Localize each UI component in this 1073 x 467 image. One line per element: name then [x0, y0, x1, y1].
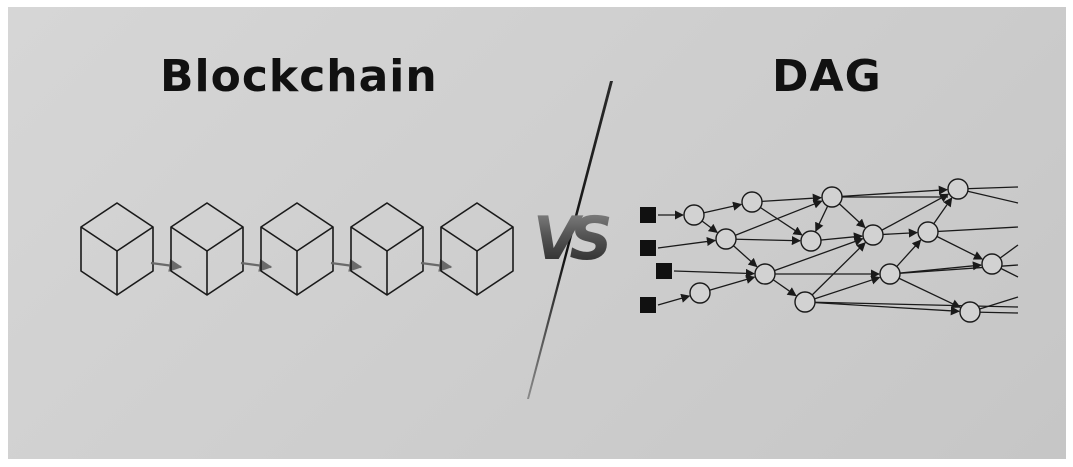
dag-edge-arrow-icon: [831, 185, 948, 198]
circle-node-icon: [794, 291, 816, 313]
dag-heading: DAG: [772, 51, 882, 102]
vs-label: VS: [533, 197, 613, 281]
circle-node-icon: [821, 186, 843, 208]
chain-link-arrow-icon: [150, 258, 183, 272]
circle-node-icon: [754, 263, 776, 285]
blockchain-chain: [80, 202, 514, 296]
dag-edge-arrow-icon: [657, 237, 716, 249]
square-node-icon: [640, 297, 656, 313]
dag-edge-arrow-icon: [657, 293, 691, 306]
circle-node-icon: [862, 224, 884, 246]
comparison-banner: Blockchain DAG VS: [8, 7, 1066, 459]
square-node-icon: [640, 240, 656, 256]
circle-node-icon: [683, 204, 705, 226]
circle-node-icon: [947, 178, 969, 200]
dag-edge-arrow-icon: [725, 235, 801, 246]
blockchain-heading: Blockchain: [160, 51, 438, 102]
square-node-icon: [656, 263, 672, 279]
block-cube-icon: [260, 202, 334, 296]
circle-node-icon: [917, 221, 939, 243]
block-cube-icon: [170, 202, 244, 296]
chain-link-arrow-icon: [330, 258, 363, 272]
dag-edge-arrow-icon: [804, 242, 866, 303]
circle-node-icon: [800, 230, 822, 252]
block-cube-icon: [80, 202, 154, 296]
dag-graph: [640, 178, 1019, 323]
dag-edge-arrow-icon: [804, 275, 881, 303]
block-cube-icon: [440, 202, 514, 296]
square-node-icon: [640, 207, 656, 223]
chain-link-arrow-icon: [240, 258, 273, 272]
dag-edge-line: [804, 301, 1019, 308]
diagram-canvas: [80, 81, 1019, 399]
dag-edge-line: [927, 226, 1019, 233]
dag-edge-arrow-icon: [889, 273, 961, 308]
block-cube-icon: [350, 202, 424, 296]
circle-node-icon: [689, 282, 711, 304]
dag-edge-arrow-icon: [764, 237, 864, 275]
dag-edge-arrow-icon: [872, 193, 950, 236]
dag-edge-arrow-icon: [804, 301, 960, 316]
circle-node-icon: [715, 228, 737, 250]
circle-node-icon: [879, 263, 901, 285]
dag-edge-arrow-icon: [751, 193, 822, 203]
circle-node-icon: [741, 191, 763, 213]
circle-node-icon: [981, 253, 1003, 275]
separator-line: [527, 81, 613, 399]
dag-edge-arrow-icon: [673, 268, 755, 278]
dag-edge-arrow-icon: [725, 199, 823, 240]
chain-link-arrow-icon: [420, 258, 453, 272]
circle-node-icon: [959, 301, 981, 323]
